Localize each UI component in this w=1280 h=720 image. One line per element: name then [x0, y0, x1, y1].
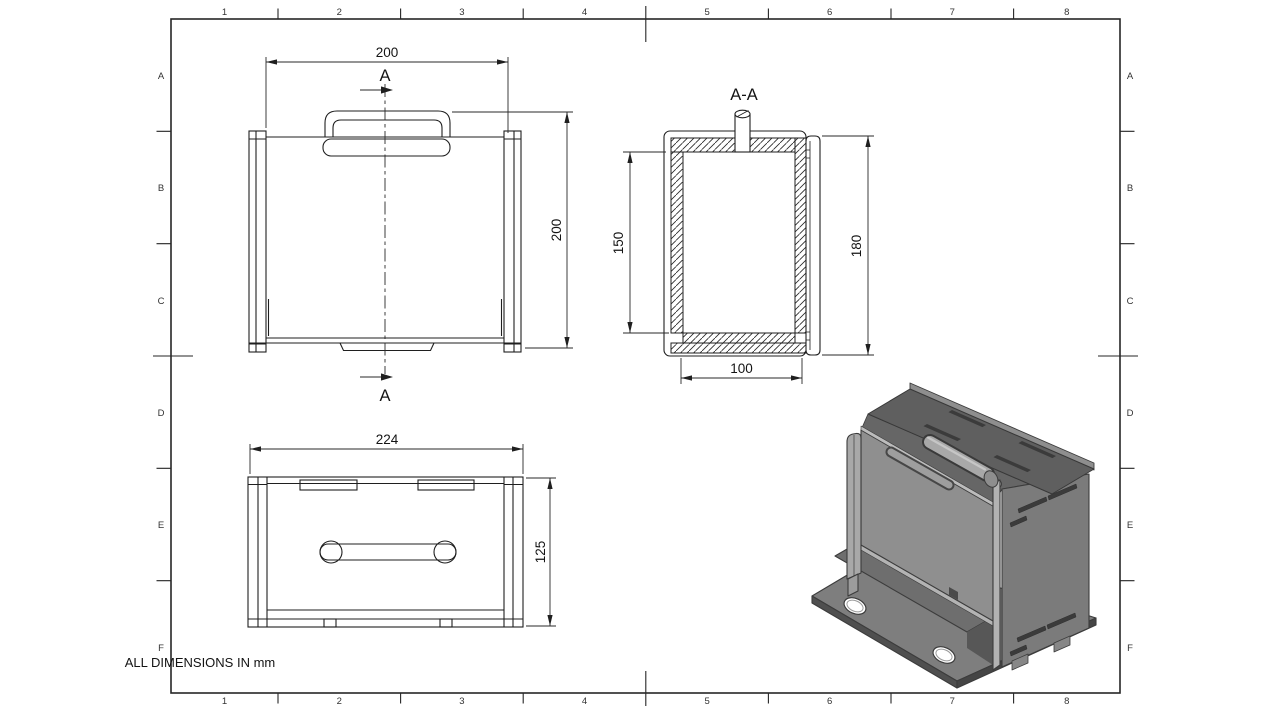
section-arrow-top: A: [360, 67, 393, 94]
bottom-left-rail: [248, 477, 268, 627]
grid-label: 1: [222, 696, 227, 707]
front-left-rail: [248, 130, 267, 353]
dimensions-note: ALL DIMENSIONS IN mm: [125, 655, 275, 670]
grid-label: 6: [827, 696, 832, 707]
grid-label: 5: [704, 7, 709, 18]
front-handle-outer: [324, 110, 451, 137]
bottom-outline: [247, 476, 524, 628]
grid-label: A: [158, 71, 165, 82]
dim-bottom-width: 224: [376, 432, 399, 447]
drawing-frame: 1 2 3 4 5 6 7 8 1 2 3 4 5 6 7 8 A B C D …: [153, 6, 1138, 707]
front-height-dimension: 200: [452, 111, 573, 349]
grid-label: 7: [950, 7, 955, 18]
frame-col-labels-top: 1 2 3 4 5 6 7 8: [222, 7, 1070, 18]
grid-label: 7: [950, 696, 955, 707]
grid-label: 4: [582, 696, 587, 707]
grid-label: C: [158, 296, 165, 307]
iso-mounting-hole: [843, 597, 867, 615]
iso-right-panel: [1001, 473, 1090, 671]
iso-notch: [949, 587, 958, 600]
iso-right-panel-slots: [1009, 483, 1078, 657]
bottom-height-dimension: 125: [526, 477, 556, 627]
section-right-panel: [805, 135, 821, 356]
grid-label: 8: [1064, 696, 1069, 707]
grid-label: 3: [459, 696, 464, 707]
section-label-bottom: A: [379, 387, 390, 405]
grid-label: 2: [337, 7, 342, 18]
front-slot-ticks: [267, 299, 503, 336]
grid-label: 8: [1064, 7, 1069, 18]
front-handle-inner: [332, 119, 443, 137]
isometric-view: [811, 382, 1097, 689]
iso-interior-shadow: [967, 617, 993, 665]
grid-label: B: [1127, 183, 1133, 194]
grid-label: 4: [582, 7, 587, 18]
frame-row-labels-right: A B C D E F: [1127, 71, 1134, 654]
frame-ticks: [153, 6, 1138, 706]
grid-label: F: [1127, 643, 1133, 654]
dim-section-outer-height: 180: [849, 235, 864, 258]
iso-main-panel: [860, 425, 994, 627]
grid-label: F: [158, 643, 164, 654]
front-view: A A 200 200: [248, 45, 573, 405]
grid-label: 2: [337, 696, 342, 707]
grid-label: 1: [222, 7, 227, 18]
grid-label: C: [1127, 296, 1134, 307]
bottom-slot-left: [299, 479, 358, 491]
iso-handle: [922, 434, 999, 488]
section-hatched-walls: [670, 137, 807, 354]
frame-col-labels-bottom: 1 2 3 4 5 6 7 8: [222, 696, 1070, 707]
bottom-width-dimension: 224: [249, 432, 524, 474]
grid-label: D: [1127, 408, 1134, 419]
grid-label: A: [1127, 71, 1134, 82]
bottom-edge-detail: [248, 609, 523, 628]
bottom-slot-right: [417, 479, 475, 491]
iso-tab: [1011, 653, 1029, 671]
frame-row-labels-left: A B C D E F: [158, 71, 165, 654]
dim-section-inner-height: 150: [611, 232, 626, 255]
dim-front-height: 200: [549, 219, 564, 242]
grid-label: 6: [827, 7, 832, 18]
section-label-top: A: [379, 67, 390, 85]
iso-top-panel-slots: [923, 410, 1056, 473]
dim-bottom-height: 125: [533, 541, 548, 564]
section-view: A-A 150: [611, 86, 874, 384]
front-handle-base: [322, 138, 451, 157]
grid-label: D: [158, 408, 165, 419]
iso-left-panel: [846, 432, 862, 597]
iso-mounting-hole: [932, 646, 956, 664]
iso-top-panel: [867, 382, 1095, 495]
grid-label: 3: [459, 7, 464, 18]
bottom-view: 224 125: [247, 432, 556, 628]
iso-tab: [1053, 635, 1071, 653]
section-outer-height-dimension: 180: [822, 135, 874, 356]
grid-label: 5: [704, 696, 709, 707]
front-width-dimension: 200: [265, 45, 509, 133]
front-right-rail: [503, 130, 522, 353]
grid-label: E: [158, 520, 164, 531]
bottom-right-rail: [503, 477, 523, 627]
section-inner-width-dimension: 100: [680, 358, 803, 384]
iso-front-edge: [991, 479, 1002, 671]
grid-label: E: [1127, 520, 1133, 531]
dim-front-width: 200: [376, 45, 399, 60]
grid-label: B: [158, 183, 164, 194]
section-handle-stub: [734, 109, 751, 153]
section-inner-height-dimension: 150: [611, 151, 669, 334]
section-view-title: A-A: [730, 86, 758, 104]
section-arrow-bottom: A: [360, 373, 393, 405]
bottom-handle: [319, 540, 457, 564]
dim-section-inner-width: 100: [730, 361, 753, 376]
